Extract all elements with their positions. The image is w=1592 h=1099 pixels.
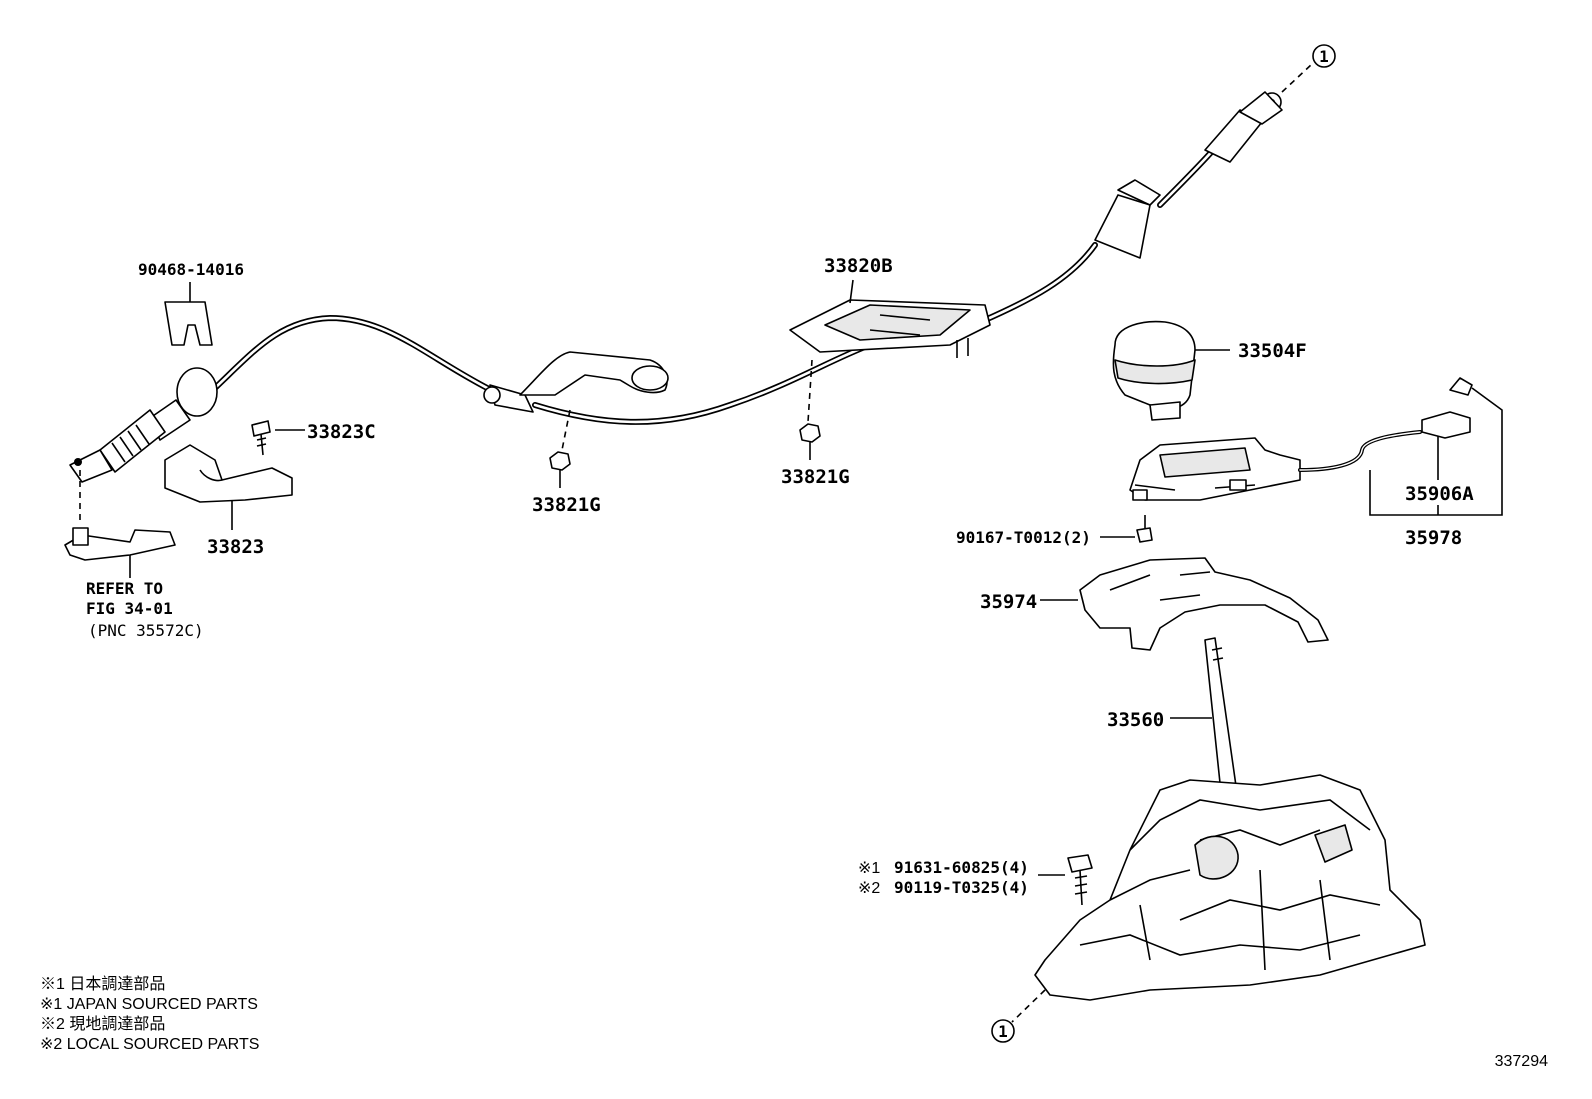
cable-grommet — [483, 384, 534, 413]
nut-33821g-right — [799, 359, 821, 460]
label-33821g-left: 33821G — [532, 494, 601, 516]
cover-35974 — [1040, 557, 1329, 651]
legend-line-2: ※1 JAPAN SOURCED PARTS — [40, 996, 258, 1013]
legend-line-1: ※1 日本調達部品 — [40, 975, 165, 993]
callout-1-bottom-text: 1 — [998, 1022, 1008, 1041]
shift-switch-base — [1129, 430, 1422, 501]
switch-35906a — [1369, 377, 1503, 516]
legend-line-4: ※2 LOCAL SOURCED PARTS — [40, 1036, 259, 1053]
label-91631-60825: 91631-60825(4) — [894, 858, 1029, 877]
bolt-91631-90119 — [1038, 854, 1093, 906]
grommet-plate-33820b — [789, 299, 991, 358]
label-35974: 35974 — [980, 591, 1037, 613]
label-90468-14016: 90468-14016 — [138, 260, 244, 279]
label-35978: 35978 — [1405, 527, 1462, 549]
label-fig-34-01: FIG 34-01 — [86, 599, 173, 618]
label-pnc-35572c: (PNC 35572C) — [88, 621, 204, 640]
label-90119-t0325: 90119-T0325(4) — [894, 878, 1029, 897]
label-33504f: 33504F — [1238, 340, 1307, 362]
nut-33821g-left — [549, 409, 571, 488]
shift-lever-33560 — [1034, 637, 1426, 1001]
figure-number: 337294 — [1495, 1053, 1548, 1070]
label-33823: 33823 — [207, 536, 264, 558]
legend-line-3: ※2 現地調達部品 — [40, 1015, 165, 1033]
legend: ※1 日本調達部品 ※1 JAPAN SOURCED PARTS ※2 現地調達… — [40, 975, 259, 1053]
label-33560: 33560 — [1107, 709, 1164, 731]
shift-knob-33504f — [1112, 320, 1230, 421]
shift-cable — [69, 91, 1283, 483]
label-33823c: 33823C — [307, 421, 376, 443]
cable-bracket — [519, 351, 669, 396]
screw-90167 — [1100, 515, 1153, 543]
callout-1-top: 1 — [1281, 44, 1336, 93]
label-90167-t0012: 90167-T0012(2) — [956, 528, 1091, 547]
bracket-33823 — [164, 444, 293, 530]
label-33821g-right: 33821G — [781, 466, 850, 488]
callout-1-top-text: 1 — [1319, 47, 1329, 66]
label-mark-1: ※1 — [858, 860, 880, 877]
clip-90468 — [164, 282, 213, 346]
bolt-33823c — [251, 420, 305, 456]
label-refer-to: REFER TO — [86, 579, 163, 598]
label-mark-2: ※2 — [858, 880, 880, 897]
label-35906a: 35906A — [1405, 483, 1474, 505]
label-33820b: 33820B — [824, 255, 893, 277]
lever-refer-fig — [64, 470, 176, 578]
callout-1-bottom: 1 — [991, 989, 1046, 1043]
